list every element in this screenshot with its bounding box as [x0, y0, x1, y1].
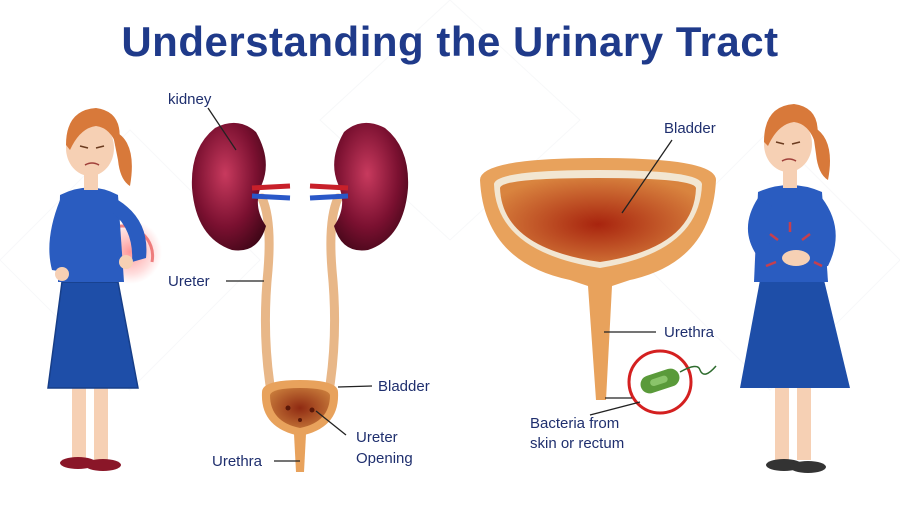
label-kidney: kidney	[168, 91, 212, 108]
label-ureter: Ureter	[168, 273, 210, 290]
label-urethra-left: Urethra	[212, 453, 263, 470]
kidney-icon	[191, 122, 266, 251]
label-bladder-left: Bladder	[378, 378, 430, 395]
bacterium-icon	[640, 365, 717, 394]
urinary-system-left	[191, 122, 409, 472]
page-title: Understanding the Urinary Tract	[121, 18, 779, 65]
label-ureter-opening-2: Opening	[356, 450, 413, 467]
bacterium-callout	[605, 349, 717, 415]
kidney-icon	[334, 122, 409, 251]
label-bacteria-2: skin or rectum	[530, 435, 625, 452]
label-bladder-right: Bladder	[664, 120, 716, 137]
bladder-enlarged	[480, 158, 716, 400]
leader-lines	[207, 107, 673, 462]
woman-figure-right	[740, 104, 850, 473]
woman-figure-left	[47, 108, 162, 471]
label-urethra-right: Urethra	[664, 324, 715, 341]
label-bacteria-1: Bacteria from	[530, 415, 620, 432]
label-ureter-opening-1: Ureter	[356, 429, 398, 446]
